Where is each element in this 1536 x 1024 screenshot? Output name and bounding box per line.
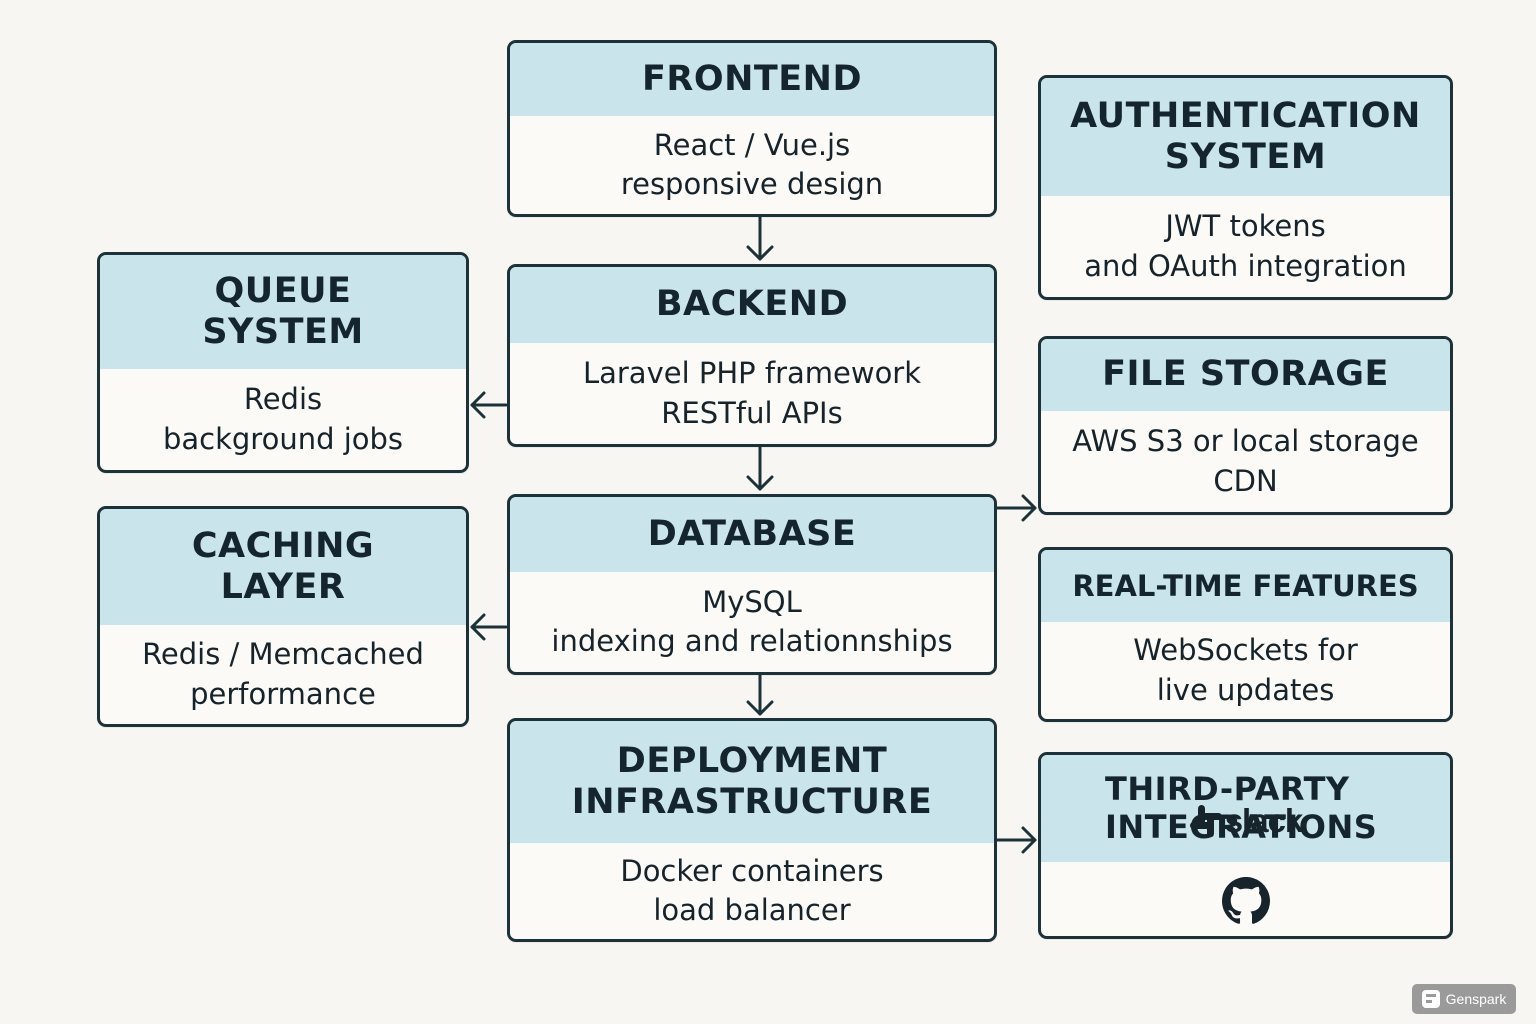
caching-layer-body: Redis / Memcached performance (100, 625, 466, 724)
third-party-header: THIRD-PARTY INTEGRATIONS (1041, 755, 1450, 862)
genspark-logo-icon (1421, 990, 1440, 1008)
caching-layer-title: CACHING LAYER (191, 525, 375, 607)
file-storage-box: FILE STORAGE AWS S3 or local storage CDN (1038, 336, 1453, 515)
deployment-line-2: load balancer (653, 893, 851, 927)
frontend-box: FRONTEND React / Vue.js responsive desig… (507, 40, 997, 217)
authentication-title: AUTHENTICATION SYSTEM (1070, 95, 1421, 177)
file-storage-line-2: CDN (1213, 463, 1278, 498)
connector-database-file-storage (994, 494, 1037, 522)
connector-database-deployment (746, 672, 774, 716)
file-storage-header: FILE STORAGE (1041, 339, 1450, 411)
connector-deployment-third-party (994, 826, 1037, 854)
deployment-title: DEPLOYMENT INFRASTRUCTURE (571, 740, 933, 822)
github-logo (1221, 877, 1270, 925)
backend-title: BACKEND (655, 284, 849, 325)
third-party-title: THIRD-PARTY INTEGRATIONS (1105, 769, 1378, 846)
backend-box: BACKEND Laravel PHP framework RESTful AP… (507, 264, 997, 447)
slack-wordmark: slack (1224, 801, 1304, 839)
queue-system-body: Redis background jobs (100, 369, 466, 470)
authentication-line-1: JWT tokens (1165, 209, 1326, 244)
caching-layer-box: CACHING LAYER Redis / Memcached performa… (97, 506, 469, 727)
queue-system-line-2: background jobs (162, 421, 404, 456)
connector-database-caching (470, 613, 508, 641)
database-box: DATABASE MySQL indexing and relationnshi… (507, 494, 997, 675)
deployment-header: DEPLOYMENT INFRASTRUCTURE (510, 721, 994, 843)
file-storage-title: FILE STORAGE (1102, 354, 1389, 395)
authentication-box: AUTHENTICATION SYSTEM JWT tokens and OAu… (1038, 75, 1453, 300)
backend-line-2: RESTful APIs (661, 395, 843, 430)
connector-backend-database (746, 444, 774, 491)
slack-logo: slack (1189, 799, 1303, 844)
authentication-header: AUTHENTICATION SYSTEM (1041, 78, 1450, 196)
queue-system-header: QUEUE SYSTEM (100, 255, 466, 369)
frontend-header: FRONTEND (510, 43, 994, 116)
deployment-line-1: Docker containers (620, 853, 884, 888)
caching-layer-header: CACHING LAYER (100, 509, 466, 625)
queue-system-box: QUEUE SYSTEM Redis background jobs (97, 252, 469, 473)
backend-line-1: Laravel PHP framework (582, 356, 922, 391)
queue-system-line-1: Redis (243, 382, 323, 417)
realtime-features-box: REAL-TIME FEATURES WebSockets for live u… (1038, 547, 1453, 722)
frontend-body: React / Vue.js responsive design (510, 116, 994, 214)
database-body: MySQL indexing and relationnships (510, 572, 994, 672)
frontend-title: FRONTEND (641, 58, 863, 99)
connector-backend-queue (470, 391, 508, 419)
backend-body: Laravel PHP framework RESTful APIs (510, 343, 994, 444)
slack-icon (1189, 805, 1222, 837)
database-title: DATABASE (647, 513, 857, 554)
realtime-features-line-2: live updates (1156, 672, 1335, 707)
github-icon (1221, 877, 1270, 925)
deployment-body: Docker containers load balancer (510, 843, 994, 939)
frontend-line-2: responsive design (620, 167, 884, 201)
database-line-2: indexing and relationnships (551, 624, 953, 658)
database-header: DATABASE (510, 497, 994, 572)
authentication-body: JWT tokens and OAuth integration (1041, 196, 1450, 297)
realtime-features-body: WebSockets for live updates (1041, 622, 1450, 719)
realtime-features-line-1: WebSockets for (1133, 633, 1358, 668)
file-storage-line-1: AWS S3 or local storage (1072, 424, 1419, 459)
backend-header: BACKEND (510, 267, 994, 343)
genspark-label: Genspark (1445, 991, 1507, 1007)
realtime-features-header: REAL-TIME FEATURES (1041, 550, 1450, 622)
authentication-line-2: and OAuth integration (1084, 248, 1407, 283)
frontend-line-1: React / Vue.js (653, 127, 851, 162)
queue-system-title: QUEUE SYSTEM (202, 270, 364, 352)
connector-frontend-backend (746, 214, 774, 261)
file-storage-body: AWS S3 or local storage CDN (1041, 411, 1450, 512)
caching-layer-line-1: Redis / Memcached (142, 637, 424, 672)
caching-layer-line-2: performance (190, 676, 376, 711)
deployment-box: DEPLOYMENT INFRASTRUCTURE Docker contain… (507, 718, 997, 942)
realtime-features-title: REAL-TIME FEATURES (1072, 568, 1419, 603)
database-line-1: MySQL (702, 584, 802, 619)
third-party-logos: slack (1041, 802, 1450, 936)
genspark-badge: Genspark (1412, 984, 1516, 1014)
third-party-box: THIRD-PARTY INTEGRATIONS slack (1038, 752, 1453, 939)
